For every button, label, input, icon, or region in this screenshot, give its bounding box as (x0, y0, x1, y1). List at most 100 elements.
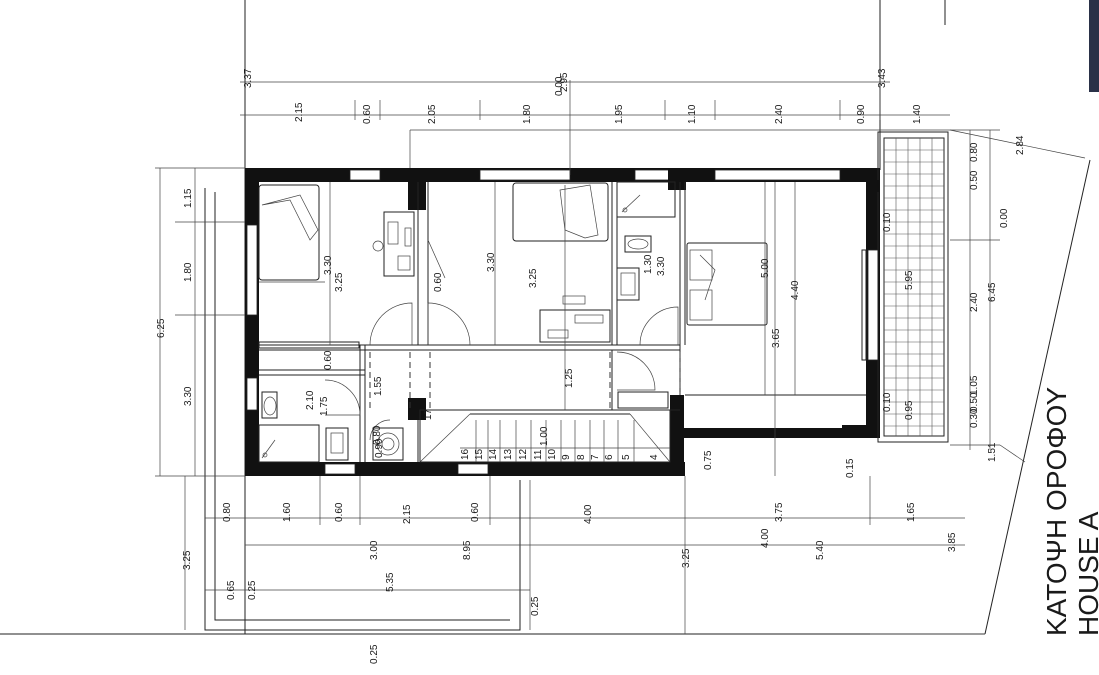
window-corner-tab (1089, 0, 1099, 92)
dim-room-16: 0.90 (374, 438, 385, 458)
dim-bottom-total-4: 5.40 (815, 540, 826, 560)
stair-step-10: 10 (547, 448, 558, 460)
dimensions-left: 1.15 1.80 6.25 3.30 3.25 (156, 188, 194, 570)
dim-bottom-seg-3: 2.15 (402, 504, 413, 524)
dim-room-6: 3.30 (656, 256, 667, 276)
dim-top-row-1: 2.95 (559, 72, 570, 92)
dim-room-1: 3.25 (334, 272, 345, 292)
dim-right-2: 0.50 (969, 170, 980, 190)
stair-step-5: 5 (621, 454, 632, 460)
dim-right-7: 0.30 (969, 408, 980, 428)
dim-bottom-lower-3: 0.25 (530, 596, 541, 616)
dim-bottom-total-3: 4.00 (760, 528, 771, 548)
dim-room-9: 3.65 (771, 328, 782, 348)
stair-step-8: 8 (576, 454, 587, 460)
site-boundary (0, 0, 1091, 635)
dim-room-23: 17 (423, 408, 434, 420)
dim-room-20: 0.10 (882, 392, 893, 412)
dim-right-1: 0.80 (969, 142, 980, 162)
dim-bottom-seg-2: 0.60 (334, 502, 345, 522)
dim-top-seg-5: 1.10 (687, 104, 698, 124)
dim-right-5: 6.45 (987, 282, 998, 302)
dim-room-17: 0.75 (703, 450, 714, 470)
dim-room-21: 5.95 (904, 270, 915, 290)
stair-step-numbers: 16 15 14 13 12 11 10 9 8 7 6 5 4 (460, 448, 660, 460)
dim-room-24: 0.80 (372, 425, 383, 445)
stair-step-11: 11 (533, 449, 544, 460)
exterior-walls (245, 168, 880, 476)
furniture (258, 182, 867, 361)
title-block: ΚΑΤΟΨΗ ΟΡΟΦΟΥ HOUSE A (1041, 387, 1099, 636)
stair-step-16: 16 (460, 448, 471, 460)
dim-left-2: 6.25 (156, 318, 167, 338)
stair-step-7: 7 (590, 454, 601, 460)
dim-right-4: 2.40 (969, 292, 980, 312)
dim-bottom-seg-5: 4.00 (583, 504, 594, 524)
dim-right-8: 0.50 (969, 392, 980, 412)
dim-bottom-total-2: 3.25 (681, 548, 692, 568)
stair-step-12: 12 (518, 448, 529, 460)
dim-room-8: 4.40 (790, 280, 801, 300)
dim-top-seg-4: 1.95 (614, 104, 625, 124)
stair-step-13: 13 (503, 448, 514, 460)
dimensions-right: 2.84 0.80 0.50 0.00 2.40 6.45 1.05 0.30 … (969, 135, 1026, 462)
bathrooms (258, 181, 676, 463)
dim-room-5: 1.30 (643, 254, 654, 274)
dim-bottom-total-1: 3.00 (369, 540, 380, 560)
dim-room-15: 1.00 (539, 426, 550, 446)
dim-room-11: 1.55 (373, 376, 384, 396)
plan-title-house: HOUSE A (1073, 511, 1099, 636)
staircase (419, 409, 671, 463)
dim-top-seg-2: 2.05 (427, 104, 438, 124)
dim-left-4: 3.25 (182, 550, 193, 570)
dim-room-13: 1.75 (319, 396, 330, 416)
stair-step-15: 15 (474, 448, 485, 460)
dim-bottom-edge: 0.25 (369, 644, 380, 664)
dim-bottom-seg-4: 0.60 (470, 502, 481, 522)
dim-bottom-lower-1: 0.25 (247, 580, 258, 600)
dim-room-14: 1.25 (564, 368, 575, 388)
balcony-tiles (884, 138, 944, 436)
dim-room-19: 0.10 (882, 212, 893, 232)
dim-left-3: 3.30 (183, 386, 194, 406)
dim-top-row-2: 0.00 (554, 76, 565, 96)
dim-left-1: 1.80 (183, 262, 194, 282)
dim-room-10: 0.60 (323, 350, 334, 370)
dim-room-2: 3.30 (486, 252, 497, 272)
dim-right-3: 0.00 (999, 208, 1010, 228)
dim-top-row-3: 3.43 (877, 68, 888, 88)
dim-bottom-seg-7: 1.65 (906, 502, 917, 522)
dim-room-22: 0.95 (904, 400, 915, 420)
dim-top-seg-7: 0.90 (856, 104, 867, 124)
dimensions-rooms: 3.30 3.25 3.30 3.25 0.60 1.30 3.30 5.00 … (305, 212, 915, 478)
dim-room-3: 3.25 (528, 268, 539, 288)
dim-top-seg-0: 2.15 (294, 102, 305, 122)
dim-left-0: 1.15 (183, 188, 194, 208)
dim-bottom-seg-1: 1.60 (282, 502, 293, 522)
doors (324, 239, 679, 441)
dimension-lines (155, 75, 1086, 634)
plan-title-greek: ΚΑΤΟΨΗ ΟΡΟΦΟΥ (1041, 387, 1072, 636)
dim-room-18: 0.15 (845, 458, 856, 478)
stair-step-9: 9 (561, 454, 572, 460)
dim-bottom-total-0: 8.95 (462, 540, 473, 560)
dimensions-top: 3.37 2.95 0.00 3.43 2.15 0.60 2.05 1.80 … (243, 68, 923, 124)
dim-bottom-lower-2: 5.35 (385, 572, 396, 592)
dim-bottom-total-5: 3.85 (947, 532, 958, 552)
dim-top-seg-1: 0.60 (362, 104, 373, 124)
stair-step-14: 14 (488, 448, 499, 460)
stair-step-6: 6 (604, 454, 615, 460)
dim-bottom-seg-0: 0.80 (222, 502, 233, 522)
dim-bottom-seg-6: 3.75 (774, 502, 785, 522)
dim-right-9: 1.51 (987, 442, 998, 462)
dim-room-4: 0.60 (433, 272, 444, 292)
dimensions-bottom: 0.80 1.60 0.60 2.15 0.60 4.00 3.75 1.65 … (222, 502, 958, 664)
balcony (866, 131, 949, 443)
dim-bottom-lower-0: 0.65 (226, 580, 237, 600)
dim-top-seg-3: 1.80 (522, 104, 533, 124)
dim-top-seg-6: 2.40 (774, 104, 785, 124)
dim-room-12: 2.10 (305, 390, 316, 410)
dim-room-7: 5.00 (760, 258, 771, 278)
dim-room-0: 3.30 (323, 255, 334, 275)
